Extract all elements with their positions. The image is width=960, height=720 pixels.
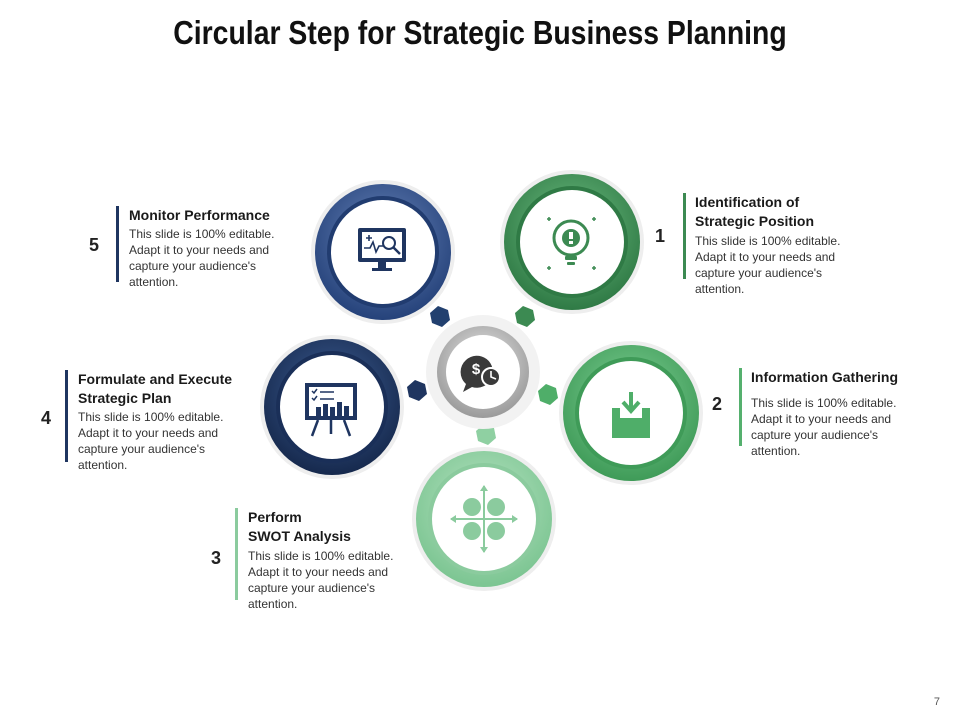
- step-description-2: This slide is 100% editable. Adapt it to…: [751, 396, 897, 458]
- connector-3: [476, 424, 496, 445]
- step-description-4: This slide is 100% editable. Adapt it to…: [78, 410, 224, 472]
- circle-step-4: [260, 335, 404, 479]
- circle-step-1: [500, 170, 644, 314]
- svg-text:$: $: [472, 361, 481, 378]
- connector-5: [430, 306, 450, 327]
- circle-step-5: [311, 180, 455, 324]
- circle-step-2: [559, 341, 703, 485]
- connector-1: [515, 306, 535, 327]
- monitor-analytics-icon: [358, 228, 406, 271]
- step-accent-bar-1: [683, 193, 686, 279]
- step-number-3: 3: [211, 548, 222, 568]
- download-tray-icon: [612, 392, 650, 438]
- step-number-1: 1: [655, 226, 666, 246]
- step-description-1: This slide is 100% editable. Adapt it to…: [695, 234, 841, 296]
- center-node: $: [426, 315, 540, 429]
- step-number-5: 5: [89, 235, 100, 255]
- step-heading-3a: Perform: [248, 509, 302, 525]
- circle-step-3: [412, 447, 556, 591]
- step-accent-bar-2: [739, 368, 742, 446]
- step-heading-2a: Information Gathering: [751, 369, 898, 385]
- connector-4: [407, 380, 427, 401]
- step-heading-5a: Monitor Performance: [129, 207, 270, 223]
- step-number-2: 2: [712, 394, 723, 414]
- step-heading-4b: Strategic Plan: [78, 390, 172, 406]
- lightbulb-gear-icon: [547, 217, 596, 270]
- dollar-clock-icon: $: [460, 355, 501, 392]
- step-description-3: This slide is 100% editable. Adapt it to…: [248, 549, 394, 611]
- step-heading-1b: Strategic Position: [695, 213, 815, 229]
- step-accent-bar-3: [235, 508, 238, 600]
- step-description-5: This slide is 100% editable. Adapt it to…: [129, 227, 275, 289]
- step-heading-4a: Formulate and Execute: [78, 371, 233, 387]
- step-heading-3b: SWOT Analysis: [248, 528, 351, 544]
- connector-2: [538, 384, 558, 405]
- step-accent-bar-5: [116, 206, 119, 282]
- swot-quadrant-icon: [450, 485, 518, 553]
- presentation-board-icon: [305, 383, 357, 437]
- step-accent-bar-4: [65, 370, 68, 462]
- page-number: 7: [933, 696, 940, 708]
- step-heading-1a: Identification of: [695, 194, 800, 210]
- step-number-4: 4: [41, 408, 52, 428]
- page-title: Circular Step for Strategic Business Pla…: [173, 14, 787, 51]
